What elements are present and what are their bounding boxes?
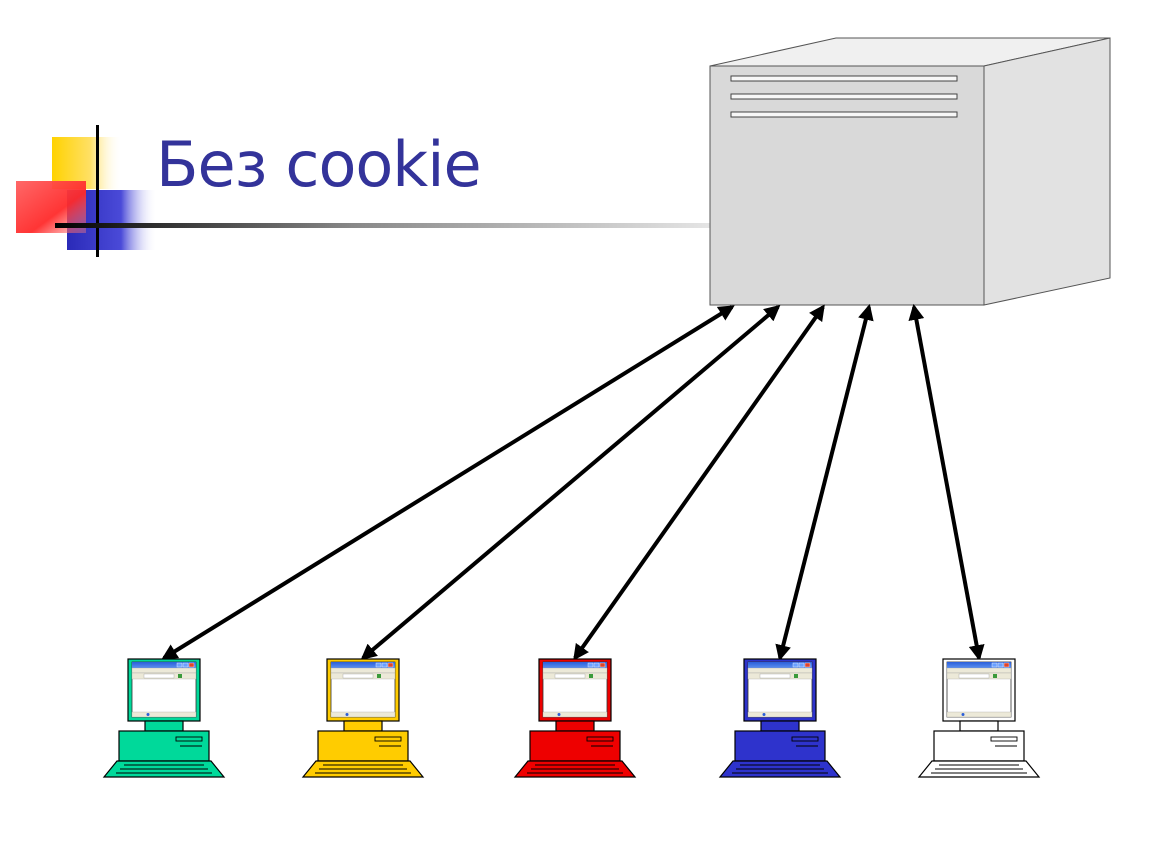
monitor-neck (760, 720, 800, 732)
status-globe-icon (961, 713, 965, 716)
status-globe-icon (146, 713, 150, 716)
computer-icon (102, 658, 226, 778)
go-icon (377, 674, 381, 678)
address-field (143, 673, 175, 679)
connection-arrow-2 (360, 304, 781, 661)
address-field (958, 673, 990, 679)
close-icon (804, 662, 811, 668)
server-front-face (709, 65, 985, 306)
server-box-icon (709, 37, 1111, 306)
client-white (917, 658, 1041, 778)
monitor-neck (343, 720, 383, 732)
monitor-neck (555, 720, 595, 732)
status-globe-icon (557, 713, 561, 716)
go-icon (794, 674, 798, 678)
close-icon (1003, 662, 1010, 668)
monitor-neck (959, 720, 999, 732)
drive-slot-icon (175, 736, 203, 742)
minimize-icon (792, 662, 799, 668)
browser-menubar (542, 667, 608, 674)
browser-statusbar (946, 711, 1012, 718)
maximize-icon (593, 662, 600, 668)
go-icon (178, 674, 182, 678)
close-icon (599, 662, 606, 668)
close-icon (188, 662, 195, 668)
connection-arrow-4 (775, 303, 874, 662)
browser-menubar (131, 667, 197, 674)
address-field (759, 673, 791, 679)
connection-arrow-5 (908, 303, 985, 662)
go-icon (993, 674, 997, 678)
browser-menubar (747, 667, 813, 674)
computer-icon (917, 658, 1041, 778)
browser-statusbar (747, 711, 813, 718)
browser-titlebar (331, 662, 395, 668)
minimize-icon (176, 662, 183, 668)
client-yellow (301, 658, 425, 778)
monitor-neck (144, 720, 184, 732)
accent-yellow-square (52, 137, 122, 189)
browser-menubar (330, 667, 396, 674)
close-icon (387, 662, 394, 668)
minimize-icon (375, 662, 382, 668)
computer-icon (513, 658, 637, 778)
maximize-icon (182, 662, 189, 668)
browser-titlebar (748, 662, 812, 668)
browser-statusbar (542, 711, 608, 718)
computer-icon (301, 658, 425, 778)
status-globe-icon (762, 713, 766, 716)
drive-slot-icon (586, 736, 614, 742)
server-slot-1 (730, 75, 958, 82)
browser-titlebar (132, 662, 196, 668)
browser-statusbar (330, 711, 396, 718)
minimize-icon (587, 662, 594, 668)
client-red (513, 658, 637, 778)
minimize-icon (991, 662, 998, 668)
accent-vertical-line (96, 125, 99, 257)
client-computers (102, 658, 1041, 778)
address-field (554, 673, 586, 679)
go-icon (589, 674, 593, 678)
connection-arrow-1 (161, 305, 735, 660)
title-accent-decoration (16, 125, 715, 257)
client-blue (718, 658, 842, 778)
server-slot-3 (730, 111, 958, 118)
drive-slot-icon (990, 736, 1018, 742)
connection-arrow-3 (573, 304, 825, 661)
browser-titlebar (947, 662, 1011, 668)
status-globe-icon (345, 713, 349, 716)
drive-slot-icon (791, 736, 819, 742)
connection-arrows (161, 303, 985, 662)
client-teal (102, 658, 226, 778)
browser-menubar (946, 667, 1012, 674)
slide-title: Без cookie (156, 128, 482, 201)
server-slot-2 (730, 93, 958, 100)
browser-titlebar (543, 662, 607, 668)
maximize-icon (997, 662, 1004, 668)
title-underline (55, 223, 715, 228)
address-field (342, 673, 374, 679)
maximize-icon (798, 662, 805, 668)
computer-icon (718, 658, 842, 778)
server-side-face (983, 37, 1111, 306)
drive-slot-icon (374, 736, 402, 742)
maximize-icon (381, 662, 388, 668)
browser-statusbar (131, 711, 197, 718)
